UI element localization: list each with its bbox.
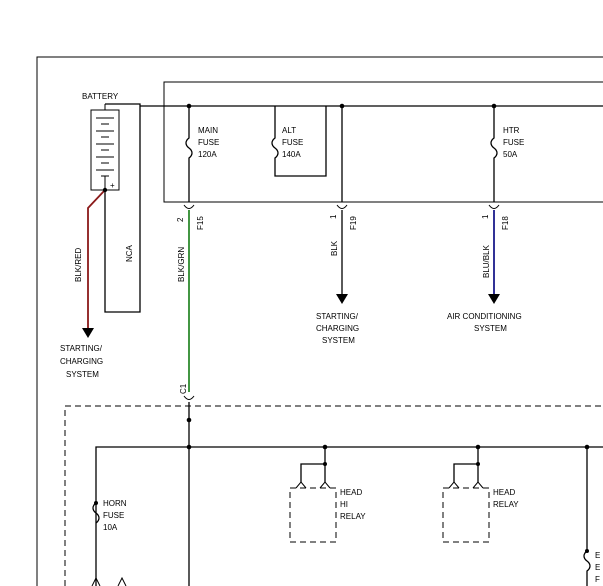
arrow-left-dest bbox=[82, 328, 94, 338]
dest-right-line1: AIR CONDITIONING bbox=[447, 312, 522, 321]
junction-c1-top bbox=[186, 417, 192, 423]
connector-f19-pin: 1 bbox=[329, 214, 338, 219]
connector-c1 bbox=[183, 395, 195, 400]
battery-plus-sign: + bbox=[110, 181, 115, 190]
junction-lower-bus bbox=[186, 444, 192, 450]
battery-symbol bbox=[90, 104, 120, 191]
fuse-right-edge-symbol bbox=[583, 447, 591, 586]
fuse-horn-symbol bbox=[92, 502, 100, 524]
dest-right-line2: SYSTEM bbox=[474, 324, 507, 333]
diagram-frame bbox=[36, 56, 603, 586]
lower-bus bbox=[95, 446, 603, 586]
dest-left-line2: CHARGING bbox=[60, 357, 103, 366]
fuse-alt-line1: ALT bbox=[282, 126, 296, 135]
fuse-main-line3: 120A bbox=[198, 150, 217, 159]
fuse-alt-line3: 140A bbox=[282, 150, 301, 159]
wire-label-blu-blk: BLU/BLK bbox=[482, 244, 491, 278]
arrow-right-dest bbox=[488, 294, 500, 304]
dest-left-line1: STARTING/ bbox=[60, 344, 103, 353]
relay-head-hi-line1: HEAD bbox=[340, 488, 362, 497]
fuse-box-outline bbox=[163, 81, 603, 203]
relay-head-hi-line2: HI bbox=[340, 500, 348, 509]
fuse-htr-line2: FUSE bbox=[503, 138, 524, 147]
fuse-alt-line2: FUSE bbox=[282, 138, 303, 147]
junction-right-fuse bbox=[585, 549, 589, 553]
wire-label-blk: BLK bbox=[330, 240, 339, 256]
wire-label-nca: NCA bbox=[125, 244, 134, 262]
battery-terminal-junction bbox=[102, 187, 108, 193]
connector-f18-pin: 1 bbox=[481, 214, 490, 219]
fuse-htr-line3: 50A bbox=[503, 150, 518, 159]
connector-c1-label: C1 bbox=[179, 383, 188, 394]
edge-label-3: F bbox=[595, 575, 600, 584]
connector-f15-name: F15 bbox=[196, 216, 205, 230]
relay-head-hi-symbol bbox=[289, 447, 337, 543]
horn-contacts bbox=[91, 576, 127, 586]
relay-head-hi-line3: RELAY bbox=[340, 512, 366, 521]
wire-nca bbox=[104, 103, 141, 313]
battery-label: BATTERY bbox=[82, 92, 119, 101]
fuse-main-line1: MAIN bbox=[198, 126, 218, 135]
connector-f15 bbox=[183, 204, 195, 209]
fuse-alt-symbol bbox=[271, 106, 327, 177]
dest-left-line3: SYSTEM bbox=[66, 370, 99, 379]
fuse-htr-symbol bbox=[490, 106, 498, 202]
fuse-htr-line1: HTR bbox=[503, 126, 520, 135]
connector-f15-pin: 2 bbox=[176, 217, 185, 222]
dest-center-line1: STARTING/ bbox=[316, 312, 359, 321]
relay-head-line1: HEAD bbox=[493, 488, 515, 497]
relay-head-symbol bbox=[442, 447, 490, 543]
wire-label-blk-red: BLK/RED bbox=[74, 248, 83, 282]
wire-blk-red bbox=[87, 189, 106, 328]
connector-f19-name: F19 bbox=[349, 216, 358, 230]
fuse-horn-line3: 10A bbox=[103, 523, 118, 532]
arrow-center-dest bbox=[336, 294, 348, 304]
dest-center-line2: CHARGING bbox=[316, 324, 359, 333]
wire-label-blk-grn: BLK/GRN bbox=[177, 247, 186, 282]
fuse-main-line2: FUSE bbox=[198, 138, 219, 147]
fuse-horn-line1: HORN bbox=[103, 499, 127, 508]
edge-label-2: E bbox=[595, 563, 600, 572]
dash-fuse-box-outline bbox=[64, 405, 603, 586]
fuse-horn-line2: FUSE bbox=[103, 511, 124, 520]
connector-f18-name: F18 bbox=[501, 216, 510, 230]
dest-center-line3: SYSTEM bbox=[322, 336, 355, 345]
connector-f18 bbox=[488, 204, 500, 209]
connector-f19 bbox=[336, 204, 348, 209]
fuse-main-symbol bbox=[185, 106, 193, 202]
junction-horn bbox=[94, 501, 98, 505]
edge-label-1: E bbox=[595, 551, 600, 560]
relay-head-line2: RELAY bbox=[493, 500, 519, 509]
